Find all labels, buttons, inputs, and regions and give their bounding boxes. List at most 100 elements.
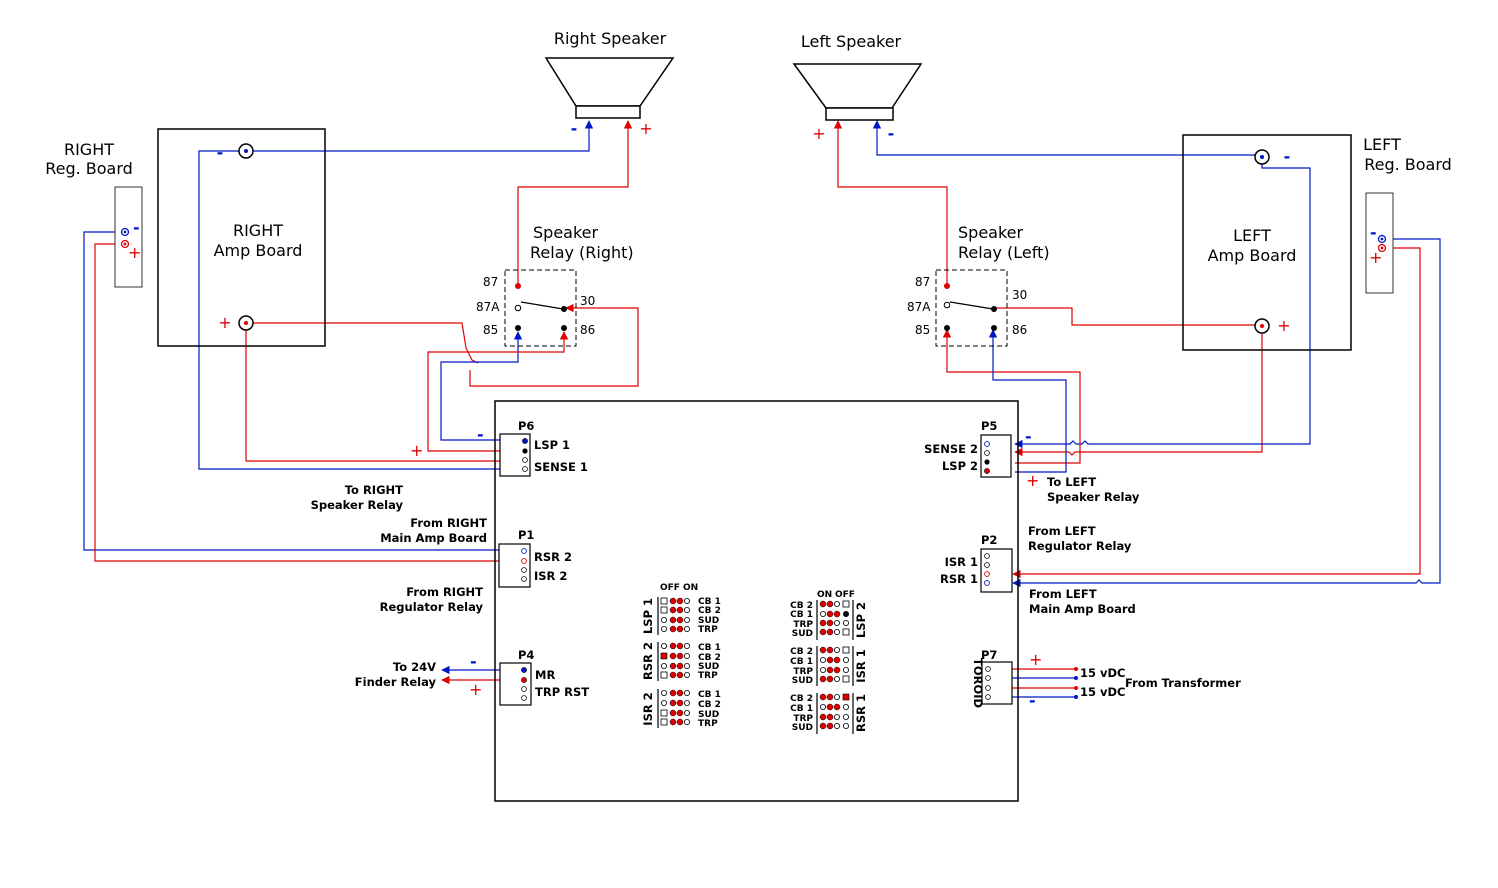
left-speaker: Left Speaker + -	[792, 32, 923, 143]
left-relay-30: 30	[1012, 288, 1027, 302]
wire-left-reg-positive	[1012, 247, 1421, 579]
connector-p1: P1 RSR 2 ISR 2	[498, 528, 572, 588]
dip-isr2-dots	[660, 689, 691, 726]
wire-left-reg-negative	[1012, 238, 1441, 588]
ann-from-left-main-1: From LEFT	[1029, 587, 1097, 601]
dip-right-on: ON	[817, 590, 832, 600]
right-relay-line2: Relay (Right)	[530, 243, 634, 262]
dip-rsr1-row4: SUD	[792, 723, 813, 733]
ann-from-right-main-1: From RIGHT	[410, 516, 487, 530]
left-speaker-minus: -	[888, 124, 895, 143]
connector-p7: P7 TOROID + - 15 vDC 15 vDC	[971, 648, 1126, 710]
p4-pin-trprst: TRP RST	[535, 685, 589, 699]
wire-right-relay30-loop	[469, 303, 639, 387]
wire-right-reg-negative	[83, 231, 523, 555]
left-speaker-plus: +	[812, 124, 825, 143]
right-relay-line1: Speaker	[533, 223, 599, 242]
ann-from-right-reg-2: Regulator Relay	[380, 600, 484, 614]
p4-id: P4	[518, 648, 534, 662]
right-reg-minus: -	[133, 218, 140, 237]
dip-lsp2-name: LSP 2	[854, 602, 868, 638]
ann-to-right-relay-1: To RIGHT	[345, 483, 403, 497]
right-reg-plus: +	[128, 243, 141, 262]
connector-p2: P2 ISR 1 RSR 1	[940, 533, 1013, 593]
right-relay-30: 30	[580, 294, 595, 308]
ann-from-transformer: From Transformer	[1125, 676, 1241, 690]
p4-plus: +	[469, 680, 482, 699]
wire-right-relay86	[427, 331, 569, 452]
right-relay-85: 85	[483, 323, 498, 337]
dip-lsp1-row4: TRP	[698, 625, 718, 635]
p7-v2: 15 vDC	[1080, 685, 1126, 699]
wire-left-amp-to-relay30	[994, 307, 1262, 326]
p6-pin-sense1: SENSE 1	[534, 460, 588, 474]
connector-p5: P5 SENSE 2 LSP 2 -	[924, 419, 1032, 478]
left-amp-line1: LEFT	[1233, 226, 1271, 245]
dip-lsp1-row2: CB 2	[698, 606, 721, 616]
dip-isr2-name: ISR 2	[641, 692, 655, 725]
right-amp-plus: +	[218, 313, 231, 332]
right-speaker-minus: -	[571, 119, 578, 138]
dip-rsr2-row4: TRP	[698, 671, 718, 681]
dip-lsp2-row1: CB 2	[790, 601, 813, 611]
dip-isr1-dots	[819, 646, 850, 683]
p7-id: P7	[981, 648, 997, 662]
dip-switches-right: ON OFF CB 2 CB 1 TRP SUD LSP 2 CB 2 CB 1…	[790, 590, 868, 734]
p7-toroid-label: TOROID	[971, 658, 985, 708]
dip-isr1-row4: SUD	[792, 676, 813, 686]
dip-rsr1-dots	[819, 693, 850, 730]
dip-switches-left: OFF ON LSP 1 CB 1 CB 2 SUD TRP RSR 2 CB …	[641, 583, 721, 729]
dip-rsr2-row1: CB 1	[698, 643, 721, 653]
right-reg-board: RIGHT Reg. Board - +	[45, 140, 143, 288]
p5-pin-lsp2: LSP 2	[942, 459, 978, 473]
dip-isr1-row1: CB 2	[790, 647, 813, 657]
ann-from-right-reg-1: From RIGHT	[406, 585, 483, 599]
left-amp-line2: Amp Board	[1208, 246, 1297, 265]
left-relay-line1: Speaker	[958, 223, 1024, 242]
dip-lsp1-dots	[660, 597, 691, 633]
transformer-terminals	[1074, 667, 1078, 699]
ann-to-24v-1: To 24V	[393, 660, 436, 674]
p1-pin-isr2: ISR 2	[534, 569, 567, 583]
right-speaker-relay: Speaker Relay (Right) 87 87A 85 30 86	[476, 223, 634, 347]
dip-lsp1-row3: SUD	[698, 616, 719, 626]
dip-rsr2-dots	[660, 642, 691, 679]
p2-id: P2	[981, 533, 997, 547]
right-amp-minus: -	[217, 143, 224, 162]
wire-right-speaker-negative	[248, 120, 594, 152]
ann-from-left-main-2: Main Amp Board	[1029, 602, 1136, 616]
dip-isr2-row3: SUD	[698, 710, 719, 720]
wire-right-amp-negative	[198, 150, 523, 474]
p5-id: P5	[981, 419, 997, 433]
dip-left-off: OFF	[660, 583, 680, 593]
main-board	[494, 400, 1019, 802]
wire-left-amp-negative	[1014, 160, 1311, 449]
p5-pin-sense2: SENSE 2	[924, 442, 978, 456]
p1-id: P1	[518, 528, 534, 542]
p7-v1: 15 vDC	[1080, 666, 1126, 680]
wire-right-amp-to-relay30	[246, 322, 479, 364]
p2-pin-rsr1: RSR 1	[940, 572, 978, 586]
annotations: To RIGHT Speaker Relay From RIGHT Main A…	[311, 471, 1241, 690]
ann-from-left-reg-2: Regulator Relay	[1028, 539, 1132, 553]
dip-lsp1-name: LSP 1	[641, 598, 655, 634]
dip-rsr2-row3: SUD	[698, 662, 719, 672]
dip-isr1-row3: TRP	[793, 667, 813, 677]
left-amp-plus: +	[1277, 316, 1290, 335]
wire-left-relay86	[988, 329, 1067, 473]
dip-isr2-row2: CB 2	[698, 700, 721, 710]
right-relay-87a: 87A	[476, 300, 500, 314]
ann-to-24v-2: Finder Relay	[355, 675, 437, 689]
left-relay-line2: Relay (Left)	[958, 243, 1050, 262]
ann-from-right-main-2: Main Amp Board	[380, 531, 487, 545]
p4-minus: -	[470, 652, 477, 671]
left-reg-board-line2: Reg. Board	[1364, 155, 1452, 174]
p5-minus: -	[1025, 427, 1032, 446]
dip-rsr1-row1: CB 2	[790, 694, 813, 704]
dip-isr1-row2: CB 1	[790, 657, 813, 667]
left-speaker-label: Left Speaker	[801, 32, 902, 51]
left-relay-87a: 87A	[907, 300, 931, 314]
wire-left-relay85	[942, 329, 1081, 464]
wire-left-speaker-positive	[833, 120, 948, 286]
p6-minus: -	[477, 425, 484, 444]
